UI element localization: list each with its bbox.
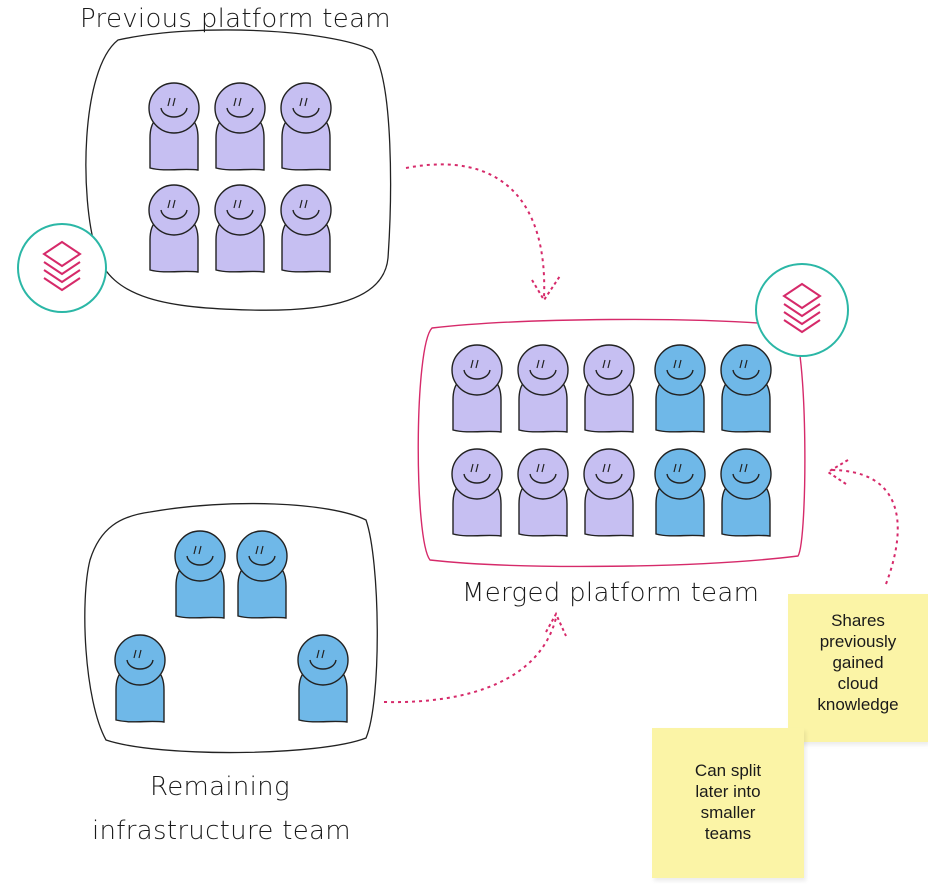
- sticky-line: Can split: [694, 761, 762, 780]
- team-member: [174, 530, 226, 619]
- sticky-line: smaller: [700, 803, 756, 822]
- remaining-team-title-line1: Remaining: [150, 772, 290, 802]
- team-member: [148, 82, 200, 171]
- remaining-team-boundary: [84, 502, 378, 754]
- team-member: [654, 344, 706, 433]
- remaining-team-title-line2: infrastructure team: [92, 816, 351, 846]
- previous-team-members: [148, 82, 332, 273]
- team-member: [297, 634, 349, 723]
- sticky-line: teams: [704, 824, 752, 843]
- team-member: [451, 448, 503, 537]
- previous-team-title: Previous platform team: [80, 4, 391, 34]
- team-member: [280, 82, 332, 171]
- previous-team-boundary: [85, 29, 392, 311]
- team-member: [583, 448, 635, 537]
- team-member: [236, 530, 288, 619]
- sticky-line: previously: [819, 632, 897, 651]
- merged-team-members: [451, 344, 772, 537]
- merged-team-boundary: [417, 318, 806, 568]
- team-member: [517, 448, 569, 537]
- sticky-note-shares: Shares previously gained cloud knowledge: [788, 594, 928, 742]
- sticky-line: cloud: [837, 674, 879, 693]
- team-member: [654, 448, 706, 537]
- arrow-note-to-merged: [826, 459, 899, 585]
- team-member: [517, 344, 569, 433]
- merged-team-badge: [755, 263, 849, 357]
- team-member: [214, 184, 266, 273]
- previous-team-badge: [17, 223, 107, 313]
- sticky-line: knowledge: [817, 695, 899, 714]
- team-member: [214, 82, 266, 171]
- team-member: [114, 634, 166, 723]
- team-member: [148, 184, 200, 273]
- merged-team-title: Merged platform team: [462, 578, 760, 608]
- sticky-line: gained: [832, 653, 884, 672]
- team-member: [720, 344, 772, 433]
- team-member: [280, 184, 332, 273]
- sticky-note-split: Can split later into smaller teams: [652, 728, 804, 878]
- arrow-remaining-to-merged: [383, 611, 567, 704]
- team-member: [451, 344, 503, 433]
- arrow-previous-to-merged: [405, 163, 561, 302]
- team-member: [583, 344, 635, 433]
- remaining-team-members: [114, 530, 349, 723]
- sticky-line: later into: [695, 782, 761, 801]
- team-member: [720, 448, 772, 537]
- sticky-line: Shares: [831, 611, 885, 630]
